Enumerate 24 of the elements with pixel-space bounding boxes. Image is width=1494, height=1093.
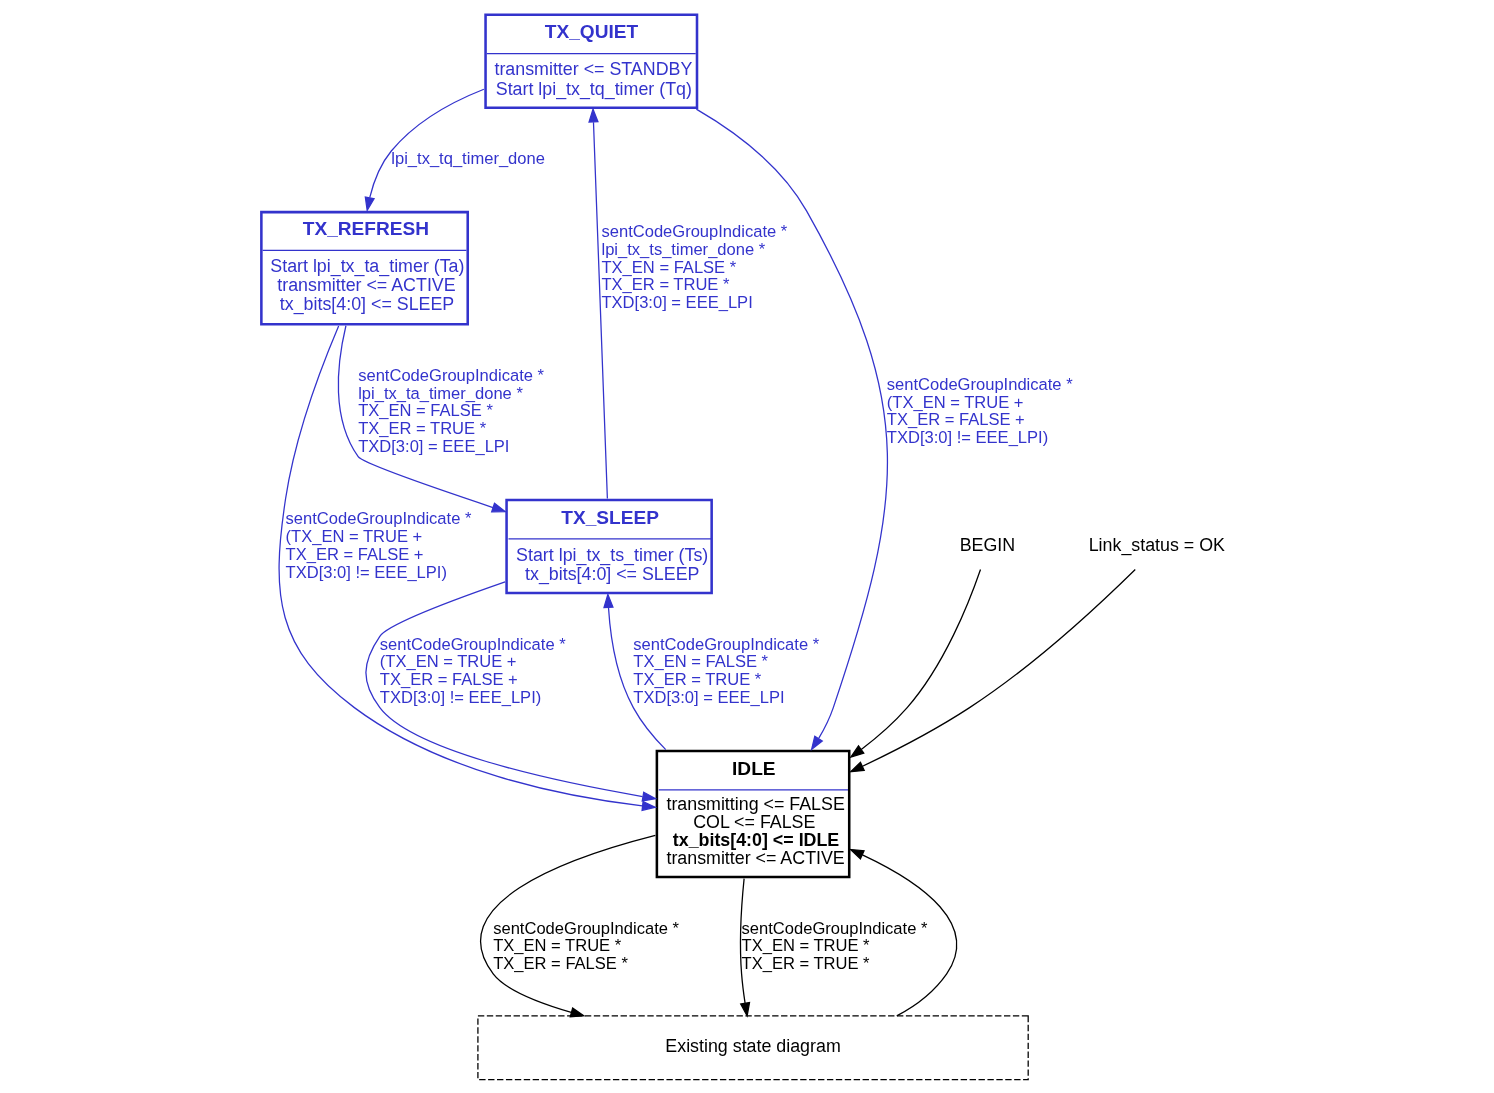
node-text: BEGIN — [959, 535, 1016, 556]
edge-label: sentCodeGroupIndicate * (TX_EN = TRUE + TX_ER = FALSE + TXD[3:0] != EEE_LPI) — [285, 509, 472, 582]
edge-label: sentCodeGroupIndicate * TX_EN = TRUE * TX_ER = FALSE * — [493, 918, 680, 974]
edge-label: sentCodeGroupIndicate * lpi_tx_ts_timer_done * TX_EN = FALSE * TX_ER = TRUE * TXD[3:0] = EEE_LPI — [601, 221, 788, 313]
arrow — [849, 568, 982, 759]
arrow — [364, 88, 485, 213]
arrow — [603, 592, 667, 751]
arrow — [739, 877, 751, 1018]
arrow — [479, 834, 656, 1018]
edge-label: sentCodeGroupIndicate * lpi_tx_ta_timer_done * TX_EN = FALSE * TX_ER = TRUE * TXD[3:0] = EEE_LPI — [358, 365, 544, 457]
arrow — [588, 107, 608, 500]
edge-label: sentCodeGroupIndicate * (TX_EN = TRUE + TX_ER = FALSE + TXD[3:0] != EEE_LPI) — [379, 634, 566, 708]
node-box: Existing state diagram — [477, 1015, 1029, 1081]
edge-label: sentCodeGroupIndicate * TX_EN = FALSE * TX_ER = TRUE * TXD[3:0] = EEE_LPI — [633, 634, 820, 708]
arrow — [849, 568, 1136, 773]
node-text: Link_status = OK — [1088, 535, 1225, 556]
arrow — [848, 848, 957, 1017]
edge-label: sentCodeGroupIndicate * (TX_EN = TRUE + TX_ER = FALSE + TXD[3:0] != EEE_LPI) — [886, 374, 1073, 448]
arrow — [278, 325, 658, 812]
arrow — [365, 581, 658, 802]
arrow — [337, 325, 507, 513]
edge-label: sentCodeGroupIndicate * TX_EN = TRUE * TX_ER = TRUE * — [741, 918, 928, 974]
arrow — [695, 108, 888, 751]
edge-label: lpi_tx_tq_timer_done — [391, 149, 545, 169]
